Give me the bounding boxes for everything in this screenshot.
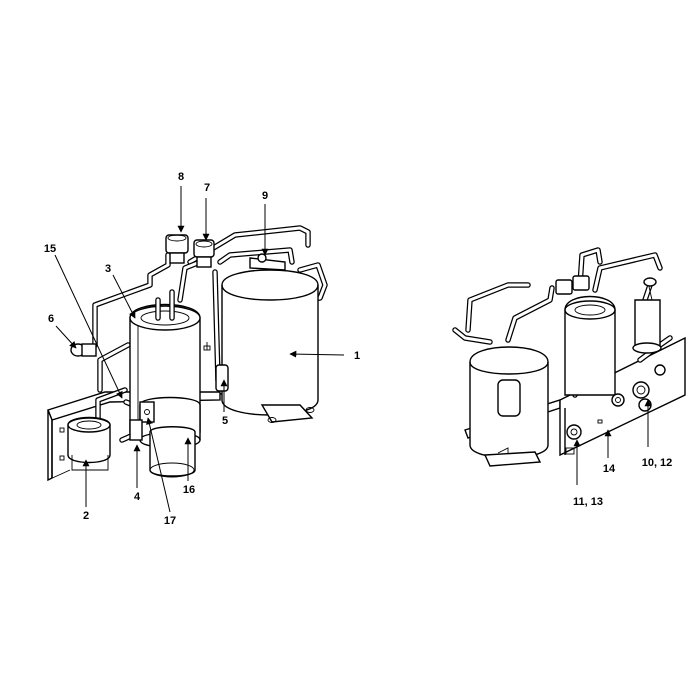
callout-16: 16 bbox=[183, 484, 195, 496]
compressor-right-view bbox=[469, 346, 549, 467]
receiver-tank-right-view bbox=[564, 295, 616, 396]
solenoid-valve-8 bbox=[165, 234, 189, 264]
filter-5 bbox=[215, 364, 229, 392]
callout-11-13: 11, 13 bbox=[573, 496, 603, 508]
callout-10-12: 10, 12 bbox=[642, 457, 673, 469]
callout-2: 2 bbox=[83, 510, 89, 522]
left-piping bbox=[92, 225, 328, 443]
callout-3: 3 bbox=[105, 263, 111, 275]
compressor bbox=[221, 269, 319, 423]
callout-9: 9 bbox=[262, 190, 268, 202]
drier-canister bbox=[67, 416, 111, 471]
fastener-screw bbox=[203, 342, 211, 351]
solenoid-valve-7 bbox=[193, 239, 215, 268]
callout-15: 15 bbox=[44, 243, 56, 255]
leader-lines bbox=[54, 186, 652, 513]
callout-17: 17 bbox=[164, 515, 176, 527]
right-view-assembly bbox=[452, 247, 686, 467]
callout-8: 8 bbox=[178, 171, 184, 183]
callout-7: 7 bbox=[204, 182, 210, 194]
solenoid-valves-right-view bbox=[555, 275, 590, 295]
callout-1: 1 bbox=[354, 350, 360, 362]
accumulator-right-view bbox=[632, 277, 662, 354]
callout-14: 14 bbox=[603, 463, 616, 475]
callout-5: 5 bbox=[222, 415, 228, 427]
callout-6: 6 bbox=[48, 313, 54, 325]
callout-labels: 1 2 3 4 5 6 7 8 9 10, 12 11, 13 14 15 16… bbox=[44, 171, 672, 527]
expansion-valve-9 bbox=[249, 253, 286, 271]
callout-4: 4 bbox=[134, 491, 141, 503]
left-view-assembly bbox=[47, 225, 328, 482]
pressure-switch-6 bbox=[70, 343, 97, 357]
tank-strap-bracket bbox=[129, 396, 201, 478]
